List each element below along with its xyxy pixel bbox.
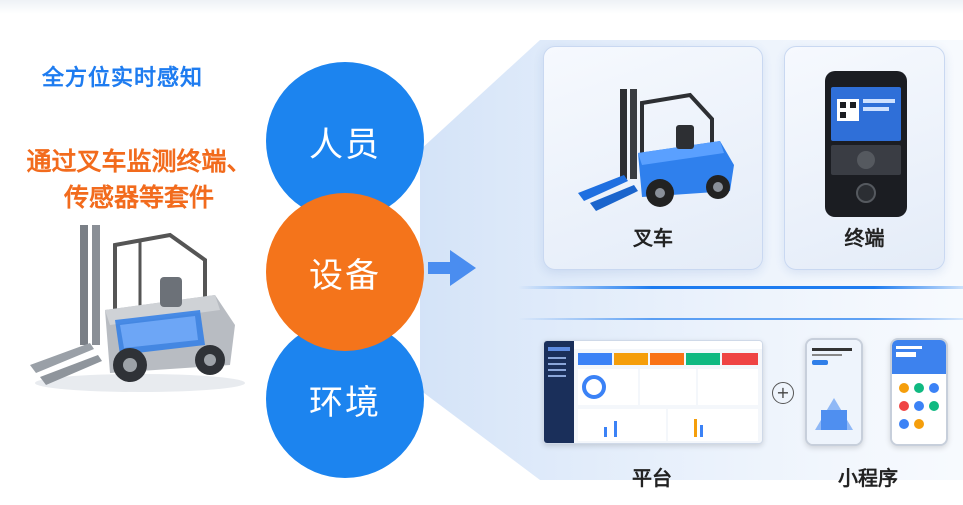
card-terminal-label: 终端 <box>844 226 885 250</box>
forklift-icon <box>578 89 734 211</box>
card-terminal: 终端 <box>784 46 945 270</box>
mini-program-label: 小程序 <box>838 466 898 490</box>
subheading-line-1: 通过叉车监测终端、 <box>26 147 252 176</box>
forklift-sensor-illustration <box>30 225 245 392</box>
mini-program-phone-1 <box>805 338 863 446</box>
divider-bottom <box>518 318 963 320</box>
divider-top <box>518 286 963 289</box>
circle-device: 设备 <box>266 193 424 351</box>
platform-dashboard-thumbnail <box>543 340 763 444</box>
card-forklift: 叉车 <box>543 46 763 270</box>
section-heading: 全方位实时感知 <box>42 66 204 91</box>
platform-label: 平台 <box>632 466 672 490</box>
subheading-line-2: 传感器等套件 <box>63 183 214 212</box>
section-subheading: 通过叉车监测终端、 传感器等套件 <box>14 144 264 216</box>
circle-environment: 环境 <box>266 320 424 478</box>
mini-program-phone-2 <box>890 338 948 446</box>
card-forklift-label: 叉车 <box>633 226 673 250</box>
terminal-device-icon <box>825 71 907 217</box>
plus-icon: + <box>772 382 794 404</box>
arrow-right-icon <box>428 250 476 286</box>
top-band <box>0 0 963 14</box>
